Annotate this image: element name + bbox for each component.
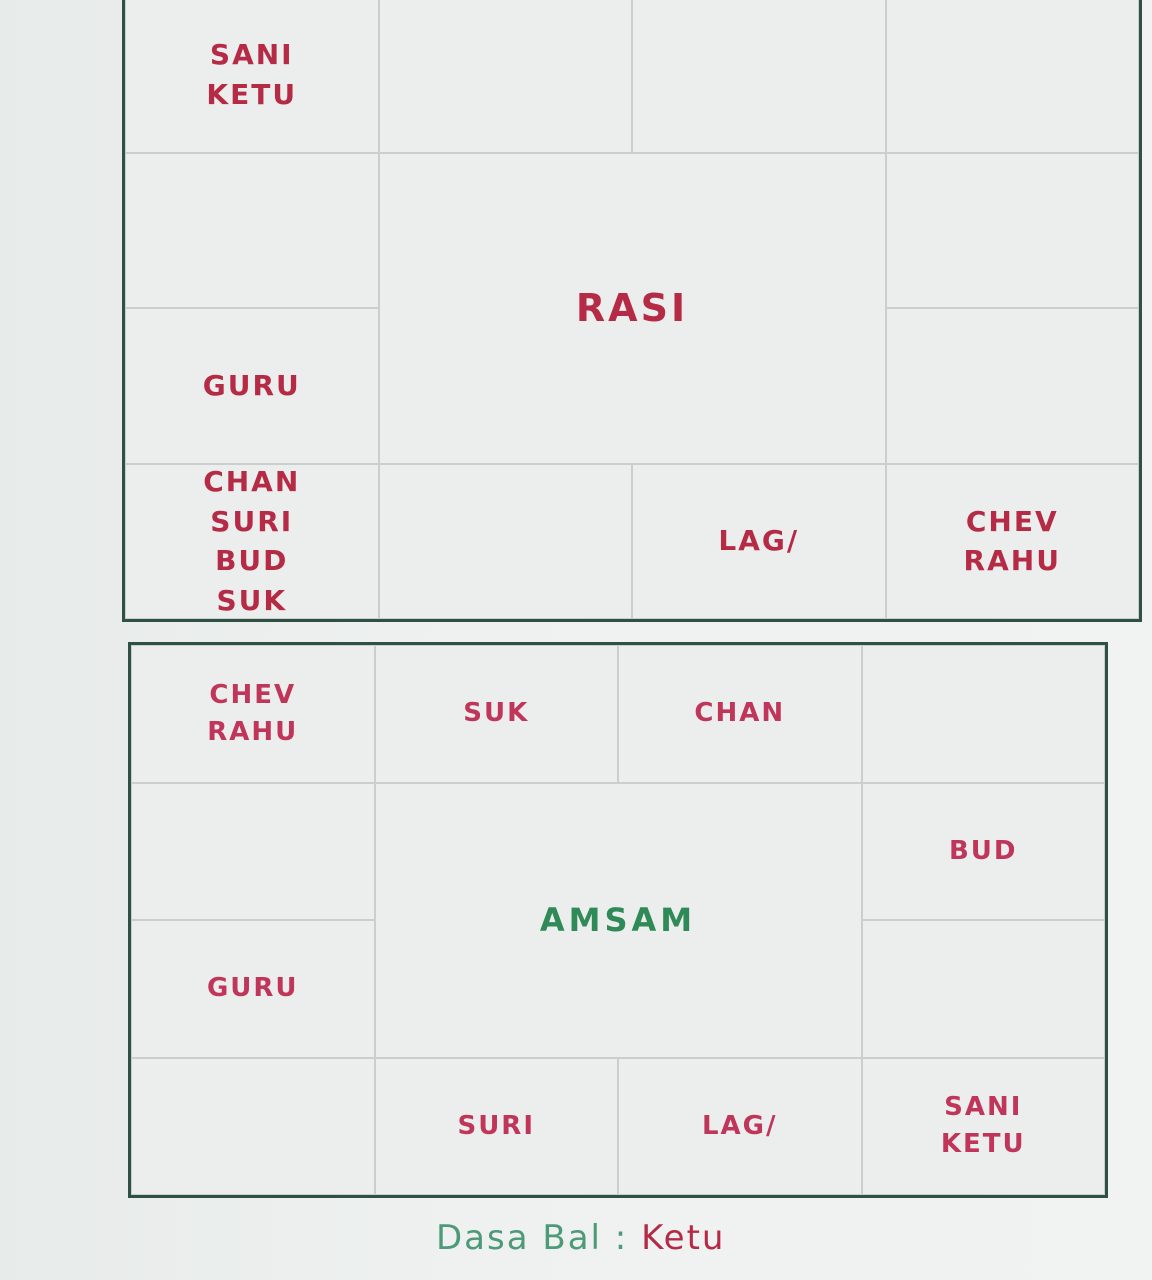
rasi-center: RASI [378, 152, 886, 464]
rasi-house-r1c4 [885, 0, 1139, 153]
rasi-house-r1c3 [632, 0, 886, 153]
amsam-house-r1c1: CHEV RAHU [131, 645, 375, 783]
dasa-line: Dasa Bal : Ketu [436, 1218, 725, 1258]
dasa-separator: : [614, 1218, 629, 1258]
amsam-title: AMSAM [539, 901, 697, 939]
planet-label: SUK [463, 698, 530, 729]
amsam-house-r1c2: SUK [374, 645, 618, 783]
planet-label: BUD [215, 544, 289, 578]
planet-label: SANI [209, 38, 294, 72]
rasi-house-r1c2 [378, 0, 632, 153]
rasi-house-r4c1: CHAN SURI BUD SUK [125, 463, 379, 619]
planet-label: KETU [940, 1129, 1026, 1160]
planet-label: GURU [206, 973, 299, 1004]
amsam-chart: CHEV RAHU SUK CHAN AMSAM BUD GURU SURI L… [128, 642, 1108, 1198]
planet-label: SUK [216, 583, 288, 617]
rasi-house-r3c1: GURU [125, 308, 379, 464]
planet-label: BUD [948, 835, 1018, 866]
planet-label: RAHU [207, 716, 299, 747]
amsam-house-r4c1 [131, 1057, 375, 1195]
planet-label: SANI [944, 1092, 1023, 1123]
planet-label: LAG/ [701, 1110, 778, 1141]
planet-label: RAHU [963, 544, 1061, 578]
rasi-chart: SANI KETU RASI GURU CHAN SURI BUD SUK LA… [122, 0, 1142, 622]
rasi-house-r4c3: LAG/ [632, 463, 886, 619]
planet-label: GURU [202, 368, 301, 402]
planet-label: CHAN [694, 698, 786, 729]
planet-label: CHEV [965, 504, 1059, 538]
planet-label: SURI [210, 504, 294, 538]
amsam-house-r4c4: SANI KETU [861, 1057, 1105, 1195]
rasi-house-r4c2 [378, 463, 632, 619]
amsam-house-r2c4: BUD [861, 782, 1105, 920]
amsam-house-r1c4 [861, 645, 1105, 783]
rasi-house-r3c4 [885, 308, 1139, 464]
amsam-house-r4c2: SURI [374, 1057, 618, 1195]
dasa-value: Ketu [641, 1218, 726, 1258]
amsam-house-r3c1: GURU [131, 920, 375, 1058]
amsam-house-r1c3: CHAN [618, 645, 862, 783]
rasi-title: RASI [575, 286, 689, 330]
dasa-label: Dasa Bal [436, 1218, 602, 1258]
planet-label: LAG/ [718, 524, 800, 558]
planet-label: CHAN [203, 465, 301, 499]
rasi-house-r2c4 [885, 152, 1139, 308]
amsam-center: AMSAM [374, 782, 862, 1058]
rasi-house-r1c1: SANI KETU [125, 0, 379, 153]
amsam-house-r4c3: LAG/ [618, 1057, 862, 1195]
amsam-house-r3c4 [861, 920, 1105, 1058]
rasi-house-r2c1 [125, 152, 379, 308]
rasi-house-r4c4: CHEV RAHU [885, 463, 1139, 619]
planet-label: CHEV [209, 679, 297, 710]
amsam-house-r2c1 [131, 782, 375, 920]
planet-label: KETU [206, 77, 298, 111]
planet-label: SURI [457, 1110, 536, 1141]
